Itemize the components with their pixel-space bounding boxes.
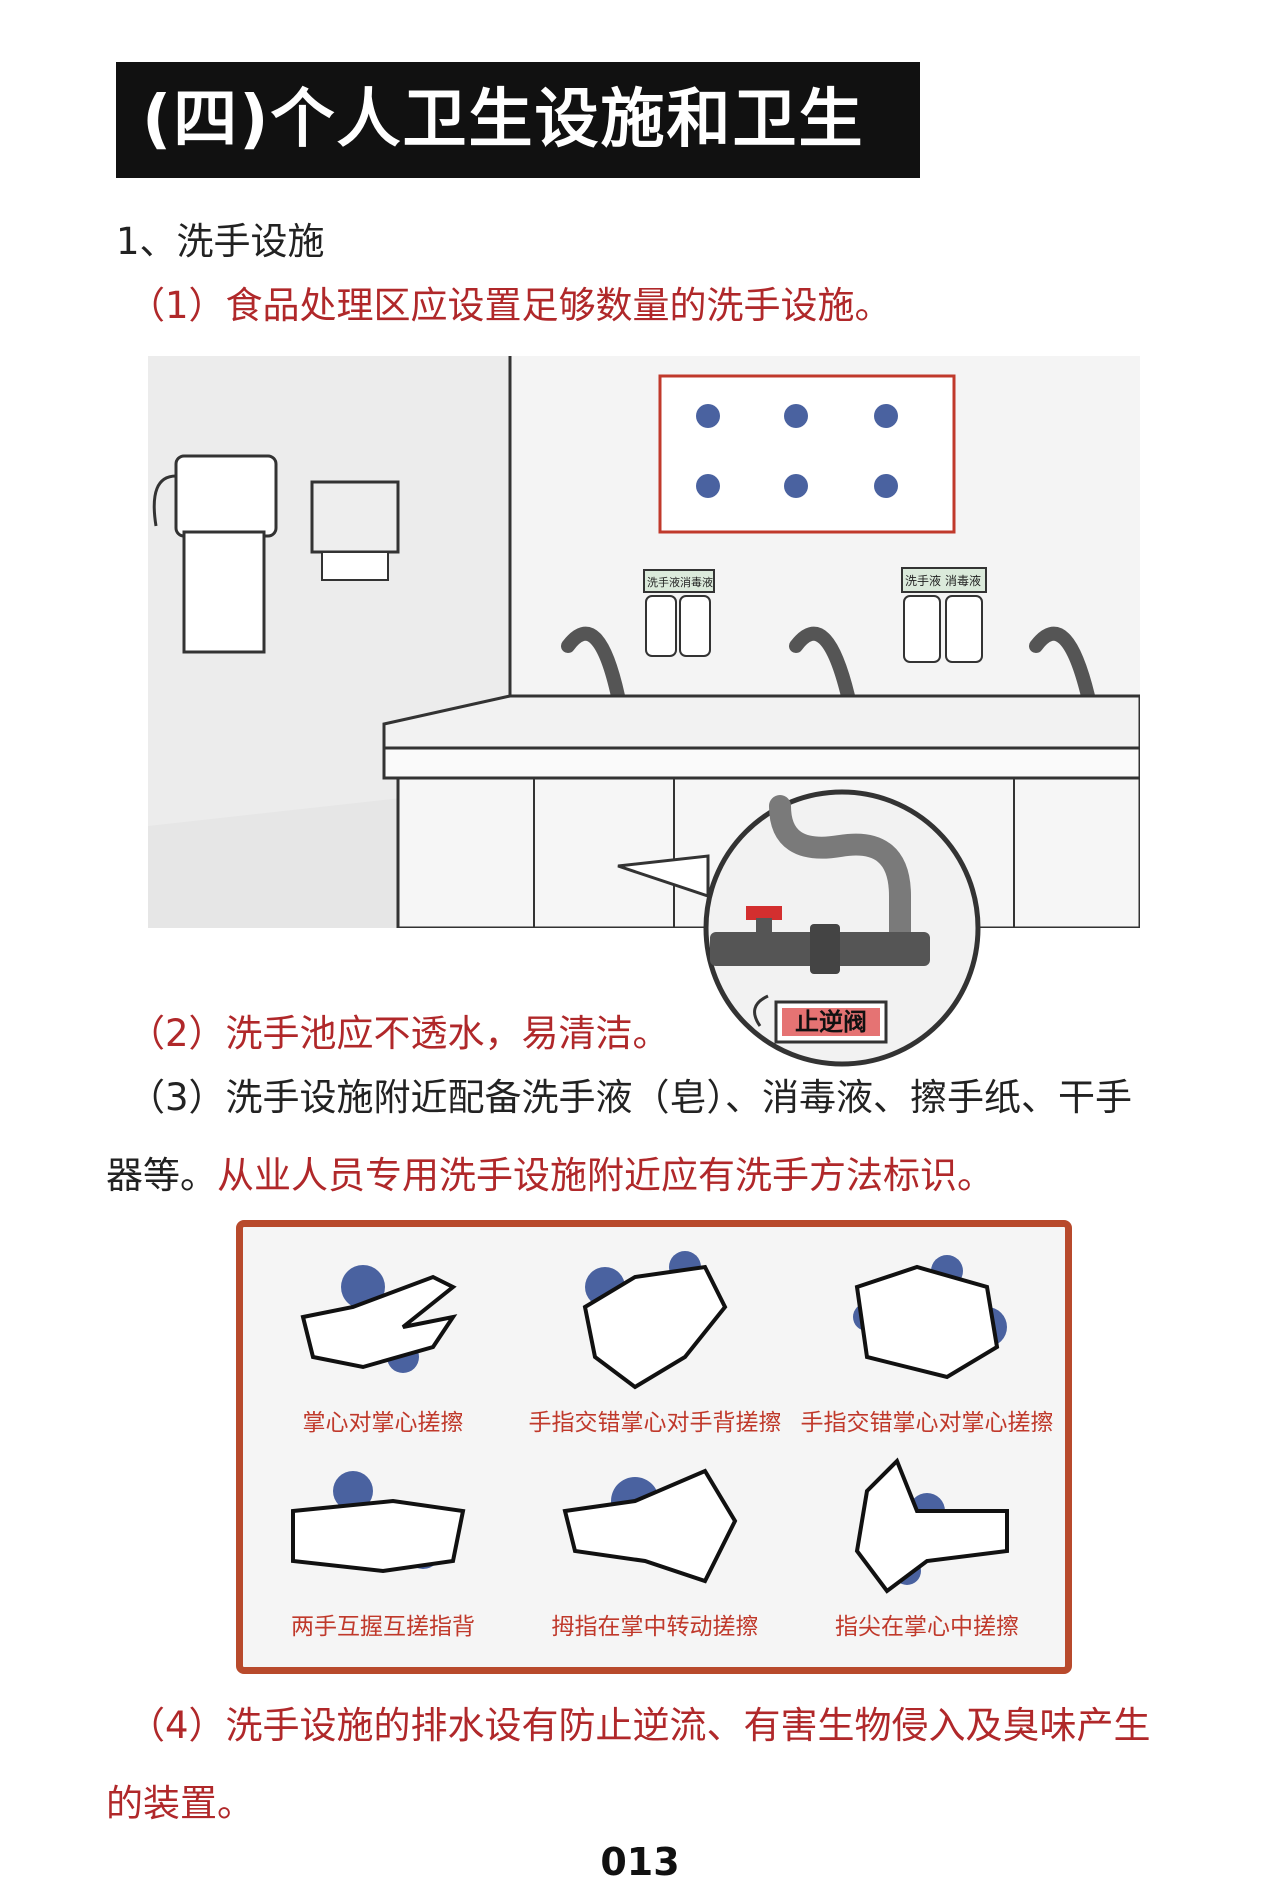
step-caption: 手指交错掌心对掌心搓擦 — [800, 1410, 1054, 1436]
step-3: 手指交错掌心对掌心搓擦 — [797, 1247, 1057, 1437]
rule-item-1: （1）食品处理区应设置足够数量的洗手设施。 — [128, 284, 892, 327]
hand-icon — [582, 1251, 728, 1390]
page-number: 013 — [600, 1840, 680, 1884]
section-heading: 1、洗手设施 — [116, 220, 325, 263]
step-5: 拇指在掌中转动搓擦 — [525, 1451, 785, 1641]
step-4: 两手互握互搓指背 — [253, 1451, 513, 1641]
page-title: (四)个人卫生设施和卫生间 — [116, 62, 920, 273]
handwash-scene-illustration: 洗手液 消毒液 洗手液 消毒液 — [148, 356, 1140, 928]
step-1: 掌心对掌心搓擦 — [253, 1247, 513, 1437]
dispenser-label: 消毒液 — [680, 575, 713, 589]
dispenser-group-right: 洗手液 消毒液 — [901, 567, 987, 663]
step-6: 指尖在掌心中搓擦 — [797, 1451, 1057, 1641]
step-caption: 手指交错掌心对手背搓擦 — [528, 1410, 782, 1436]
hand-icon — [853, 1255, 1007, 1380]
hand-icon — [291, 1471, 466, 1574]
rule-item-3-tail: 器等。 — [106, 1154, 217, 1197]
dispenser-label: 洗手液 — [647, 575, 680, 589]
step-caption: 拇指在掌中转动搓擦 — [551, 1614, 759, 1640]
step-caption: 指尖在掌心中搓擦 — [835, 1614, 1019, 1640]
dispenser-group-left: 洗手液 消毒液 — [643, 569, 715, 657]
hand-icon — [300, 1265, 458, 1373]
rule-item-3-red: 从业人员专用洗手设施附近应有洗手方法标识。 — [217, 1154, 994, 1197]
step-2: 手指交错掌心对手背搓擦 — [525, 1247, 785, 1437]
rule-item-4-cont: 的装置。 — [106, 1782, 254, 1825]
rule-item-3-cont: 器等。从业人员专用洗手设施附近应有洗手方法标识。 — [106, 1152, 994, 1200]
check-valve-zoom-icon: 止逆阀 — [703, 789, 981, 1067]
hand-icon — [854, 1457, 1009, 1594]
dispenser-label: 消毒液 — [945, 573, 981, 588]
dispenser-label: 洗手液 — [905, 573, 941, 588]
rule-item-4: （4）洗手设施的排水设有防止逆流、有害生物侵入及臭味产生 — [128, 1704, 1151, 1747]
handwashing-steps-chart: 掌心对掌心搓擦 手指交错掌心对手背搓擦 手指交错掌心对掌心搓擦 两手互握互搓指背… — [236, 1220, 1072, 1674]
step-caption: 两手互握互搓指背 — [291, 1614, 475, 1640]
step-caption: 掌心对掌心搓擦 — [302, 1410, 464, 1436]
rule-item-2: （2）洗手池应不透水，易清洁。 — [128, 1012, 670, 1055]
rule-item-3: （3）洗手设施附近配备洗手液（皂）、消毒液、擦手纸、干手 — [128, 1076, 1133, 1119]
valve-label: 止逆阀 — [795, 1008, 867, 1036]
hand-icon — [562, 1468, 738, 1584]
